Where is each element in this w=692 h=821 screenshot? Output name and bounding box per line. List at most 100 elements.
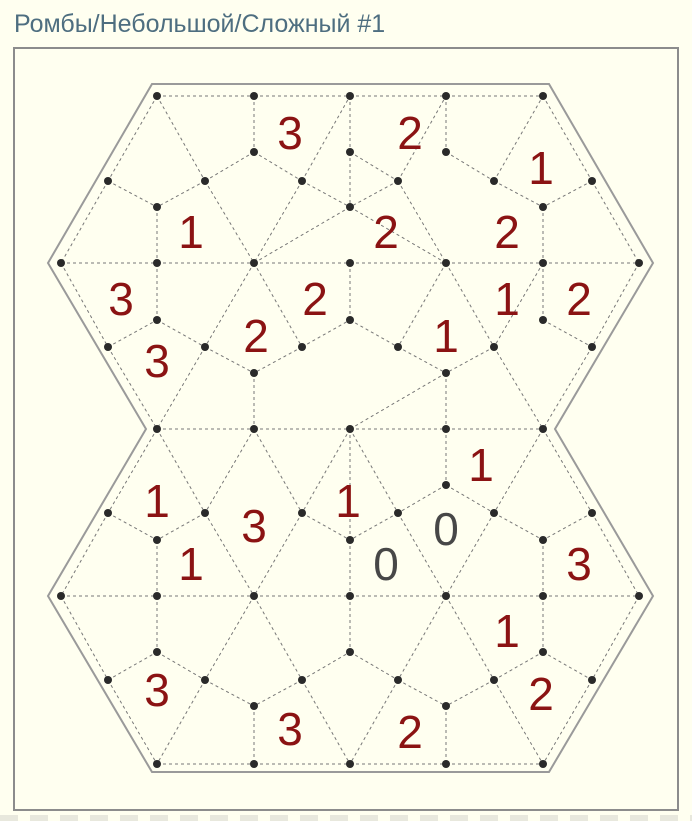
grid-edge[interactable]	[253, 595, 303, 681]
grid-edge[interactable]	[60, 512, 109, 597]
grid-dot	[539, 425, 547, 433]
grid-edge[interactable]	[397, 512, 447, 597]
grid-edge[interactable]	[397, 262, 447, 348]
grid-edge[interactable]	[542, 346, 593, 430]
grid-dot	[442, 702, 450, 710]
grid-edge[interactable]	[493, 428, 544, 514]
grid-edge[interactable]	[253, 206, 351, 264]
grid-edge[interactable]	[107, 95, 158, 182]
grid-edge[interactable]	[156, 428, 206, 514]
grid-edge[interactable]	[204, 512, 255, 597]
clue-number: 1	[528, 142, 554, 194]
grid-dot	[442, 760, 450, 768]
grid-dot	[442, 481, 450, 489]
grid-edge[interactable]	[591, 512, 640, 597]
clue-number: 2	[397, 706, 423, 758]
grid-edge[interactable]	[107, 679, 158, 765]
grid-edge[interactable]	[445, 595, 495, 681]
grid-edge[interactable]	[591, 180, 640, 264]
grid-edge[interactable]	[445, 679, 495, 707]
grid-edge[interactable]	[253, 262, 303, 348]
grid-dot	[250, 425, 258, 433]
grid-edge[interactable]	[301, 180, 351, 208]
grid-edge[interactable]	[204, 428, 255, 514]
grid-edge[interactable]	[542, 428, 593, 514]
grid-edge[interactable]	[349, 372, 447, 430]
clue-number: 2	[373, 206, 399, 258]
grid-edge[interactable]	[493, 95, 544, 182]
grid-edge[interactable]	[349, 206, 447, 264]
grid-edge[interactable]	[349, 651, 399, 681]
grid-edge[interactable]	[542, 679, 593, 765]
grid-edge[interactable]	[156, 95, 206, 182]
grid-edge[interactable]	[397, 595, 447, 681]
grid-edge[interactable]	[60, 595, 109, 681]
grid-dot	[153, 203, 161, 211]
grid-dot	[153, 648, 161, 656]
grid-edge[interactable]	[107, 180, 158, 208]
clue-number: 3	[108, 273, 134, 325]
clue-number: 1	[335, 475, 361, 527]
grid-edge[interactable]	[445, 262, 495, 348]
clue-number: 1	[494, 605, 520, 657]
grid-edge[interactable]	[493, 346, 544, 430]
grid-dot	[588, 343, 596, 351]
grid-edge[interactable]	[204, 262, 255, 348]
grid-edge[interactable]	[204, 679, 255, 707]
grid-dot	[442, 369, 450, 377]
grid-dot	[250, 760, 258, 768]
grid-edge[interactable]	[156, 346, 206, 430]
grid-dot	[635, 592, 643, 600]
grid-dot	[201, 177, 209, 185]
grid-edge[interactable]	[204, 180, 255, 264]
grid-dot	[57, 259, 65, 267]
grid-edge[interactable]	[349, 319, 399, 348]
grid-edge[interactable]	[542, 95, 593, 182]
grid-edge[interactable]	[253, 428, 303, 514]
grid-dot	[250, 148, 258, 156]
grid-edge[interactable]	[397, 679, 447, 707]
grid-edge[interactable]	[397, 95, 447, 182]
grid-edge[interactable]	[253, 180, 303, 264]
grid-dot	[490, 509, 498, 517]
grid-edge[interactable]	[301, 428, 351, 514]
grid-dot	[539, 316, 547, 324]
grid-dot	[346, 259, 354, 267]
grid-edge[interactable]	[445, 512, 495, 597]
grid-edge[interactable]	[493, 679, 544, 765]
grid-edge[interactable]	[349, 151, 399, 182]
clue-number: 0	[433, 503, 459, 555]
board-outline	[46, 83, 655, 773]
grid-dot	[298, 177, 306, 185]
grid-edge[interactable]	[60, 262, 109, 348]
grid-edge[interactable]	[397, 180, 447, 264]
grid-edge[interactable]	[156, 180, 206, 208]
grid-edge[interactable]	[156, 679, 206, 765]
grid-dot	[539, 92, 547, 100]
grid-edge[interactable]	[349, 428, 399, 514]
grid-edge[interactable]	[204, 151, 255, 182]
grid-edge[interactable]	[349, 679, 399, 765]
grid-edge[interactable]	[591, 595, 640, 681]
grid-edge[interactable]	[301, 651, 351, 681]
grid-edge[interactable]	[107, 346, 158, 430]
clue-number: 2	[243, 310, 269, 362]
grid-dot	[539, 760, 547, 768]
grid-edge[interactable]	[301, 95, 351, 182]
grid-edge[interactable]	[493, 262, 544, 348]
grid-edge[interactable]	[204, 595, 255, 681]
grid-dot	[588, 676, 596, 684]
grid-edge[interactable]	[60, 180, 109, 264]
grid-edge[interactable]	[445, 151, 495, 182]
grid-edge[interactable]	[107, 428, 158, 514]
grid-edge[interactable]	[253, 512, 303, 597]
grid-edge[interactable]	[542, 512, 593, 541]
grid-edge[interactable]	[301, 679, 351, 765]
grid-edge[interactable]	[591, 262, 640, 348]
grid-edge[interactable]	[493, 512, 544, 541]
grid-dot	[346, 425, 354, 433]
grid-edge[interactable]	[349, 180, 399, 208]
grid-dot	[346, 592, 354, 600]
grid-dot	[346, 648, 354, 656]
